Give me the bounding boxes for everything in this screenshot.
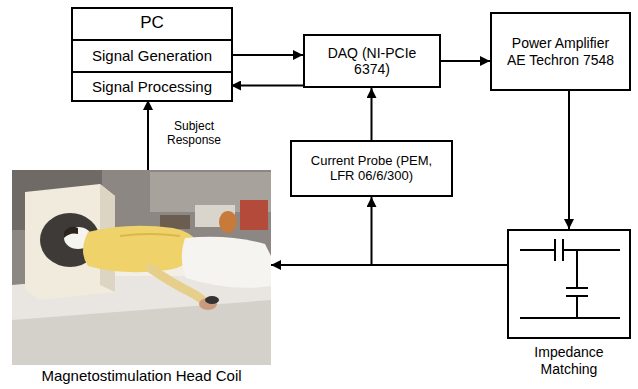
node-caption: Magnetostimulation Head Coil [12, 367, 271, 385]
node-label: DAQ (NI-PCIe 6374) [320, 45, 424, 77]
edge-label: Subject Response [158, 119, 230, 148]
node-label: Signal Generation [92, 47, 212, 64]
node-label: Power Amplifier AE Techron 7548 [505, 35, 617, 67]
matching-network-box: Impedance Matching [507, 229, 631, 339]
amplifier-box: Power Amplifier AE Techron 7548 [490, 12, 631, 91]
signal-arrow [231, 85, 303, 87]
node-label: Current Probe (PEM, LFR 06/6/300) [299, 154, 444, 184]
signal-arrow [231, 54, 303, 56]
signal-arrow [441, 60, 490, 62]
function-box: Signal Generation [73, 39, 231, 71]
probe-box: Current Probe (PEM, LFR 06/6/300) [290, 140, 453, 197]
node-label: Signal Processing [92, 78, 212, 95]
impedance-network-symbol [520, 239, 620, 318]
node-caption: Impedance Matching [519, 344, 619, 378]
node-label: PC [73, 9, 231, 37]
signal-arrow [371, 88, 373, 140]
signal-arrow [372, 197, 508, 265]
function-box: Signal Processing [73, 71, 231, 100]
signal-arrow [147, 100, 149, 170]
pc-box: PC Signal GenerationSignal Processing [71, 7, 233, 102]
photo-scene [12, 170, 271, 365]
daq-box: DAQ (NI-PCIe 6374) [303, 34, 441, 88]
signal-arrow [568, 91, 570, 229]
head-coil-photo: Magnetostimulation Head Coil [12, 170, 271, 365]
